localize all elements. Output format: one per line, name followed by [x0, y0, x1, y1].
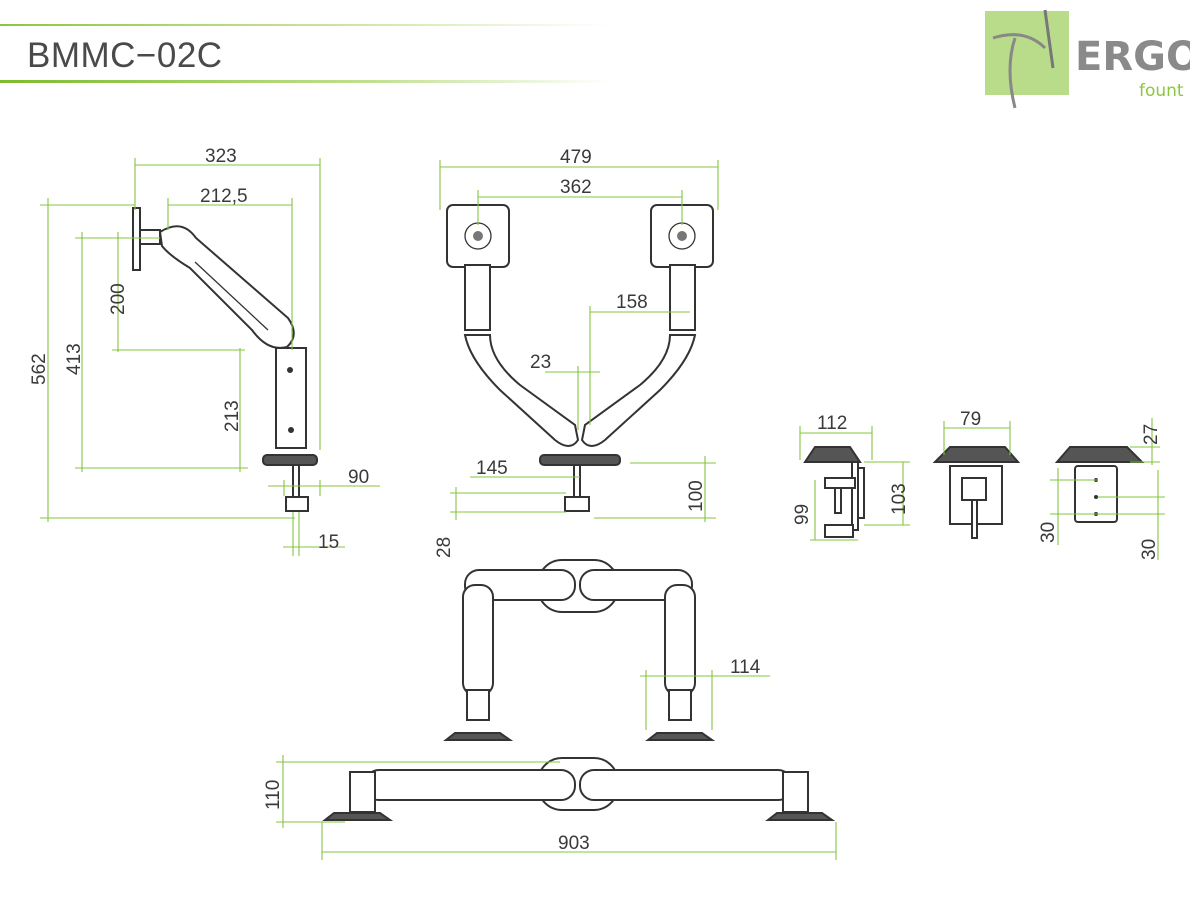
- dim-side-height-total: 562: [29, 353, 50, 385]
- dim-side-clamp-depth: 90: [348, 467, 369, 488]
- dim-clamp-c-right: 30: [1139, 539, 1160, 560]
- clamp-view-a: 112 99 103: [792, 413, 910, 541]
- dim-side-clamp-base: 15: [318, 532, 339, 553]
- dim-clamp-a-height1: 99: [792, 504, 813, 525]
- dim-clamp-a-height2: 103: [889, 483, 910, 515]
- dim-clamp-a-width: 112: [817, 413, 847, 434]
- page-title: BMMC−02C: [27, 36, 223, 75]
- dim-side-width-arm: 212,5: [200, 186, 248, 207]
- dim-front-clamp-height: 100: [686, 480, 707, 512]
- top-view: 114: [443, 559, 770, 741]
- dim-plan-width: 903: [558, 833, 590, 854]
- dim-front-base-half: 145: [476, 458, 508, 479]
- dim-clamp-b-width: 79: [960, 409, 981, 430]
- dim-plan-depth: 110: [263, 780, 284, 810]
- plan-view: 903 110: [263, 755, 837, 860]
- title-rule-bottom: [0, 80, 610, 83]
- dim-front-gap: 23: [530, 352, 551, 373]
- title-rule-top: [0, 24, 610, 26]
- logo-word: ERGO: [1075, 34, 1190, 80]
- dim-side-height-arm: 413: [64, 343, 85, 375]
- dim-side-height-pole: 213: [222, 400, 243, 432]
- front-view: 479 362 158 23 145 100 28: [434, 147, 719, 558]
- dim-side-height-upper: 200: [108, 283, 129, 315]
- dim-front-width-vesa: 362: [560, 177, 592, 198]
- logo-square: [985, 11, 1069, 95]
- dim-top-arm-width: 114: [730, 657, 761, 678]
- ergofount-logo: ERGO fount: [985, 9, 1190, 109]
- dim-front-width-total: 479: [560, 147, 592, 168]
- logo-sub: fount: [1139, 81, 1184, 101]
- clamp-view-b: 79: [932, 409, 1021, 539]
- dim-side-width-total: 323: [205, 146, 237, 167]
- dim-front-offset: 158: [616, 292, 648, 313]
- clamp-view-c: 27 30 30: [1038, 418, 1165, 560]
- side-view: 323 212,5 90 15 562 413 200 213: [29, 146, 380, 556]
- dim-clamp-c-left: 30: [1038, 522, 1059, 543]
- dim-front-clamp-min: 28: [434, 537, 455, 558]
- dim-clamp-c-top: 27: [1141, 424, 1162, 445]
